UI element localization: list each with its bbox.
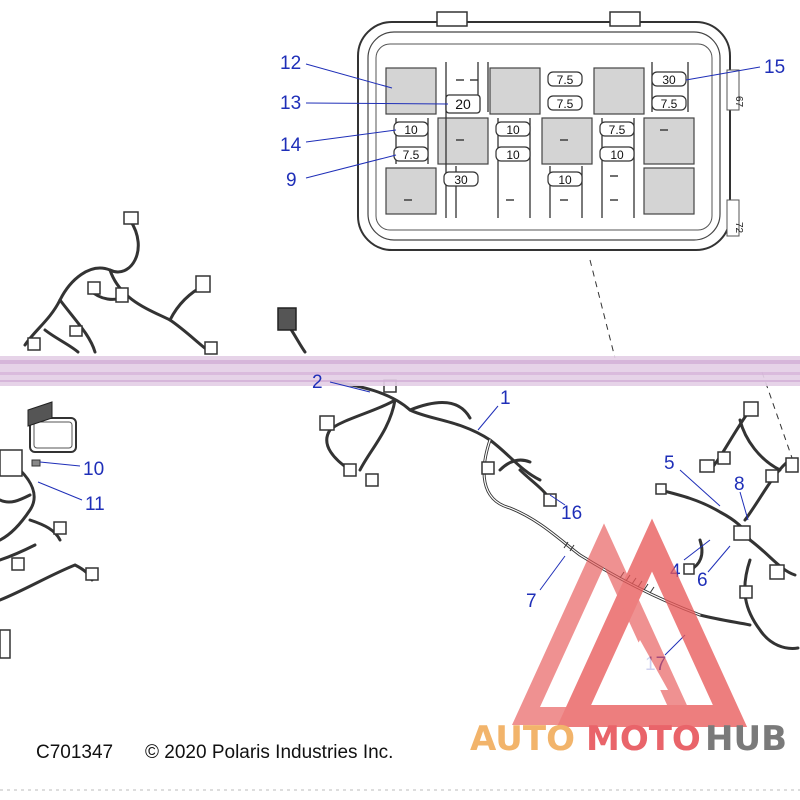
callout-16: 16 xyxy=(561,503,582,524)
callout-13: 13 xyxy=(280,93,301,114)
callout-1: 1 xyxy=(500,388,511,409)
relay xyxy=(593,67,645,115)
brand-auto: AUTO xyxy=(470,719,575,759)
fuse-label: 7.5 xyxy=(661,97,678,111)
callout-8: 8 xyxy=(734,474,745,495)
fuse-box-clip-left xyxy=(436,11,468,27)
fuse-label: 7.5 xyxy=(403,148,420,162)
fuse-label: 7.5 xyxy=(557,73,574,87)
harness-left xyxy=(0,401,99,659)
fuse-label: 30 xyxy=(662,73,676,87)
fuse-box-component xyxy=(29,417,77,453)
fuse-label: 30 xyxy=(454,173,468,187)
fuse-box-inset: 67 72 xyxy=(356,11,744,256)
relay xyxy=(541,117,593,165)
relay xyxy=(643,117,695,165)
callout-5: 5 xyxy=(664,453,675,474)
copyright-notice: © 2020 Polaris Industries Inc. xyxy=(145,742,394,763)
relay xyxy=(385,67,437,115)
fuse-label: 10 xyxy=(404,123,418,137)
watermark-logo xyxy=(512,518,748,727)
main-harness xyxy=(319,379,752,627)
callout-11: 11 xyxy=(85,494,105,515)
diagram-code: C701347 xyxy=(36,742,114,763)
brand-hub: HUB xyxy=(705,719,787,759)
fuse-label: 7.5 xyxy=(557,97,574,111)
watermark-text: AUTO MOTO HUB xyxy=(470,719,787,759)
callout-12: 12 xyxy=(280,53,301,74)
fuse-label: 7.5 xyxy=(609,123,626,137)
relay xyxy=(643,167,695,215)
callout-15: 15 xyxy=(764,57,785,78)
callout-7: 7 xyxy=(526,591,537,612)
harness-upper-left xyxy=(23,211,307,355)
harness-right xyxy=(655,401,800,650)
relay xyxy=(489,67,541,115)
callout-9: 9 xyxy=(286,170,297,191)
label-tag xyxy=(31,459,41,467)
fuse-label: 10 xyxy=(610,148,624,162)
fuse-label: 20 xyxy=(455,96,471,112)
relay xyxy=(385,167,437,215)
side-mark-top: 67 xyxy=(733,96,744,108)
fuse-label: 10 xyxy=(506,148,520,162)
callout-6: 6 xyxy=(697,570,708,591)
fuse-group: 7.5 30 20 7.5 7.5 10 10 7.5 7.5 10 10 30 xyxy=(393,71,687,187)
callout-14: 14 xyxy=(280,135,302,156)
side-mark-bottom: 72 xyxy=(733,222,744,234)
brand-moto: MOTO xyxy=(586,719,701,759)
callout-10: 10 xyxy=(83,459,104,480)
band-overlay xyxy=(0,356,800,386)
fuse-box-clip-right xyxy=(609,11,641,27)
fuse-label: 10 xyxy=(558,173,572,187)
callout-2: 2 xyxy=(312,372,323,393)
fuse-label: 10 xyxy=(506,123,520,137)
